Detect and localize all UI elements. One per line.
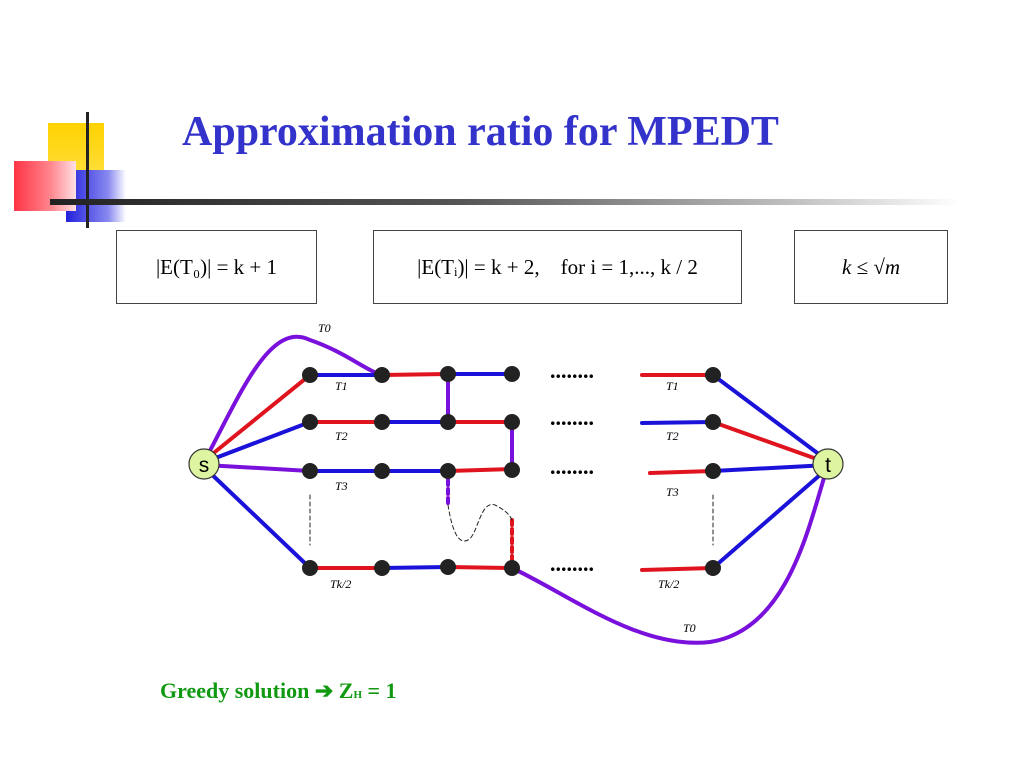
- edge-r1-b: [380, 372, 450, 377]
- ellipsis-row2: ........: [550, 405, 594, 430]
- node-r2-c3: [440, 414, 456, 430]
- node-r2-c2: [374, 414, 390, 430]
- edge-t0-top-arc: [203, 334, 384, 462]
- node-r2-c1: [302, 414, 318, 430]
- label-t2-left: T2: [335, 429, 348, 443]
- label-tk2-right: Tk/2: [658, 577, 679, 591]
- formula-e-t0: |E(T₀)| = k + 1: [155, 254, 278, 279]
- node-r1-c3: [440, 366, 456, 382]
- node-rk-c3: [440, 559, 456, 575]
- node-r3-c1: [302, 463, 318, 479]
- edge-r2-right: [640, 420, 715, 425]
- formula-box-k-bound: k ≤ √m: [794, 230, 948, 304]
- label-t0-top: T0: [318, 321, 331, 335]
- node-rk-c4: [504, 560, 520, 576]
- label-t1-right: T1: [666, 379, 679, 393]
- node-r1-c4: [504, 366, 520, 382]
- edge-r3-c: [446, 467, 514, 473]
- node-r2-c4: [504, 414, 520, 430]
- edge-rk-right: [640, 566, 715, 572]
- footer-z: Z: [338, 678, 354, 703]
- terminal-t-label: t: [825, 454, 831, 477]
- edge-rk-b: [380, 565, 450, 570]
- terminal-t: t: [812, 448, 844, 480]
- formula-box-t0: |E(T₀)| = k + 1: [116, 230, 317, 304]
- arrow-right-icon: ➔: [314, 678, 334, 703]
- footer-suffix: = 1: [367, 678, 397, 703]
- edge-s-row2: [203, 420, 312, 464]
- edge-wavy-gap: [447, 504, 513, 542]
- edge-s-row1: [203, 373, 312, 462]
- ellipsis-rowk: ........: [550, 551, 594, 576]
- node-r1-c1: [302, 367, 318, 383]
- page-title: Approximation ratio for MPEDT: [182, 109, 779, 155]
- node-r3-c2: [374, 463, 390, 479]
- edge-rowk-t: [711, 466, 830, 570]
- ellipsis-row3: ........: [550, 454, 594, 479]
- footer-z-sub: H: [353, 689, 363, 701]
- edge-row3-t: [711, 463, 830, 473]
- edge-row1-t: [711, 373, 830, 463]
- node-rk-c2: [374, 560, 390, 576]
- node-r2-right: [705, 414, 721, 430]
- node-r3-c4: [504, 462, 520, 478]
- label-tk2-left: Tk/2: [330, 577, 351, 591]
- edge-rk-c: [446, 565, 514, 570]
- footer-prefix: Greedy solution: [160, 678, 310, 703]
- label-t2-right: T2: [666, 429, 679, 443]
- deco-horizontal-line: [50, 199, 960, 205]
- terminal-s-label: s: [199, 454, 210, 477]
- node-r3-c3: [440, 463, 456, 479]
- greedy-solution-note: Greedy solution ➔ ZH = 1: [160, 678, 397, 704]
- edge-r3-right: [648, 469, 715, 475]
- edge-t0-bottom-arc: [510, 463, 830, 645]
- node-r1-c2: [374, 367, 390, 383]
- edge-s-rowk: [203, 466, 312, 570]
- deco-vertical-line: [86, 112, 89, 228]
- terminal-s: s: [188, 448, 220, 480]
- label-t3-right: T3: [666, 485, 679, 499]
- edge-s-row3: [203, 463, 312, 473]
- deco-blue-square: [66, 170, 126, 222]
- formula-e-ti: |E(Tᵢ)| = k + 2, for i = 1,..., k / 2: [417, 254, 698, 279]
- label-t0-bottom: T0: [683, 621, 696, 635]
- formula-box-ti: |E(Tᵢ)| = k + 2, for i = 1,..., k / 2: [373, 230, 742, 304]
- node-r1-right: [705, 367, 721, 383]
- node-rk-c1: [302, 560, 318, 576]
- formula-k-bound: k ≤ √m: [841, 254, 901, 279]
- node-rk-right: [705, 560, 721, 576]
- label-t3-left: T3: [335, 479, 348, 493]
- node-r3-right: [705, 463, 721, 479]
- ellipsis-row1: ........: [550, 358, 594, 383]
- edge-row2-t: [711, 420, 830, 465]
- label-t1-left: T1: [335, 379, 348, 393]
